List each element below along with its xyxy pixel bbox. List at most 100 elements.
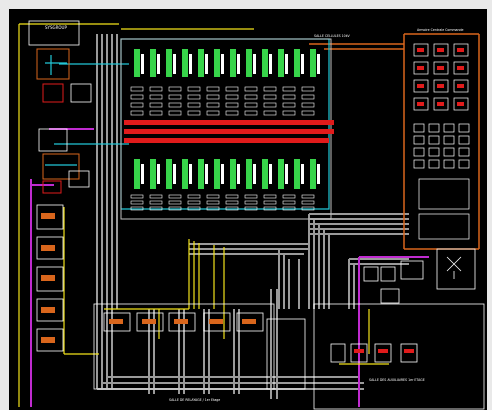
armoire-relay xyxy=(428,159,440,169)
white-terminal-bottom xyxy=(205,164,208,184)
armoire-module xyxy=(453,61,469,75)
relay-component xyxy=(168,94,182,100)
relay-component xyxy=(263,110,277,116)
armoire-indicator xyxy=(457,102,464,106)
green-cell-top xyxy=(246,49,252,77)
relay-component xyxy=(168,200,182,205)
white-terminal-top xyxy=(205,54,208,74)
armoire-relay xyxy=(428,123,440,133)
relay-component xyxy=(149,200,163,205)
relay-component xyxy=(301,206,315,211)
relay-component xyxy=(130,206,144,211)
central-cabinet xyxy=(266,318,306,390)
white-terminal-bottom xyxy=(173,164,176,184)
green-cell-bottom xyxy=(262,159,268,189)
relay-component xyxy=(244,194,258,199)
armoire-indicator xyxy=(437,66,444,70)
relay-components xyxy=(130,86,315,211)
white-terminal-top xyxy=(157,54,160,74)
green-cell-bottom xyxy=(214,159,220,189)
relay-component xyxy=(244,110,258,116)
armoire-relay xyxy=(443,123,455,133)
white-terminal-bottom xyxy=(253,164,256,184)
green-cell-top xyxy=(150,49,156,77)
relay-component xyxy=(301,102,315,108)
relay-component xyxy=(282,102,296,108)
lower-cell-row xyxy=(134,159,320,189)
relay-component xyxy=(301,110,315,116)
relay-component xyxy=(187,200,201,205)
relay-component xyxy=(225,200,239,205)
white-terminal-bottom xyxy=(141,164,144,184)
green-cell-top xyxy=(182,49,188,77)
armoire-module xyxy=(433,43,449,57)
relay-component xyxy=(130,94,144,100)
relay-component xyxy=(282,194,296,199)
armoire-indicator xyxy=(437,84,444,88)
white-terminal-top xyxy=(253,54,256,74)
relay-component xyxy=(244,206,258,211)
relay-component xyxy=(244,200,258,205)
relay-component xyxy=(282,86,296,92)
relay-room-outline xyxy=(93,303,275,390)
white-terminal-top xyxy=(285,54,288,74)
armoire-relay xyxy=(428,135,440,145)
relay-component xyxy=(187,102,201,108)
relay-component xyxy=(149,206,163,211)
green-cell-top xyxy=(278,49,284,77)
armoire-indicator xyxy=(437,48,444,52)
white-terminal-bottom xyxy=(221,164,224,184)
upper-cell-row xyxy=(134,49,320,77)
armoire-relay xyxy=(443,159,455,169)
relay-component xyxy=(130,194,144,199)
green-cell-bottom xyxy=(166,159,172,189)
relay-component xyxy=(149,102,163,108)
white-terminal-bottom xyxy=(317,164,320,184)
left-device-fills xyxy=(41,213,55,343)
relay-component xyxy=(149,94,163,100)
green-cell-bottom xyxy=(150,159,156,189)
relay-component xyxy=(187,206,201,211)
relay-component xyxy=(282,110,296,116)
white-terminal-top xyxy=(317,54,320,74)
relay-component xyxy=(301,200,315,205)
relay-component xyxy=(206,86,220,92)
relay-component xyxy=(282,94,296,100)
relay-component xyxy=(168,206,182,211)
relay-component xyxy=(187,94,201,100)
relay-component xyxy=(168,110,182,116)
label-salle-auxiliaires: SALLE DES AUXILIAIRES 1er ETAGE xyxy=(369,378,425,382)
relay-component xyxy=(187,110,201,116)
armoire-panel xyxy=(418,178,470,210)
relay-component xyxy=(301,86,315,92)
relay-component xyxy=(282,200,296,205)
relay-component xyxy=(206,194,220,199)
armoire-relay xyxy=(458,123,470,133)
armoire-panel xyxy=(418,213,470,240)
armoire-relay xyxy=(443,147,455,157)
relay-component xyxy=(130,200,144,205)
green-cell-top xyxy=(262,49,268,77)
red-busbars xyxy=(124,120,334,143)
white-terminal-top xyxy=(269,54,272,74)
relay-component xyxy=(263,86,277,92)
relay-component xyxy=(225,102,239,108)
armoire-indicator xyxy=(457,66,464,70)
green-cell-top xyxy=(134,49,140,77)
relay-component xyxy=(149,86,163,92)
relay-component xyxy=(263,194,277,199)
auxiliary-room-outline xyxy=(313,303,485,410)
relay-component xyxy=(263,206,277,211)
armoire-indicator xyxy=(457,48,464,52)
relay-component xyxy=(206,94,220,100)
label-armoire: Armoire Centrale Commande xyxy=(417,28,464,32)
label-salle-relayage: SALLE DE RELAYAGE / 1er Etage xyxy=(169,398,220,402)
armoire-indicator xyxy=(417,48,424,52)
relay-component xyxy=(149,194,163,199)
white-terminal-top xyxy=(301,54,304,74)
relay-component xyxy=(187,86,201,92)
green-cell-bottom xyxy=(310,159,316,189)
relay-component xyxy=(282,206,296,211)
relay-component xyxy=(263,200,277,205)
relay-component xyxy=(206,206,220,211)
